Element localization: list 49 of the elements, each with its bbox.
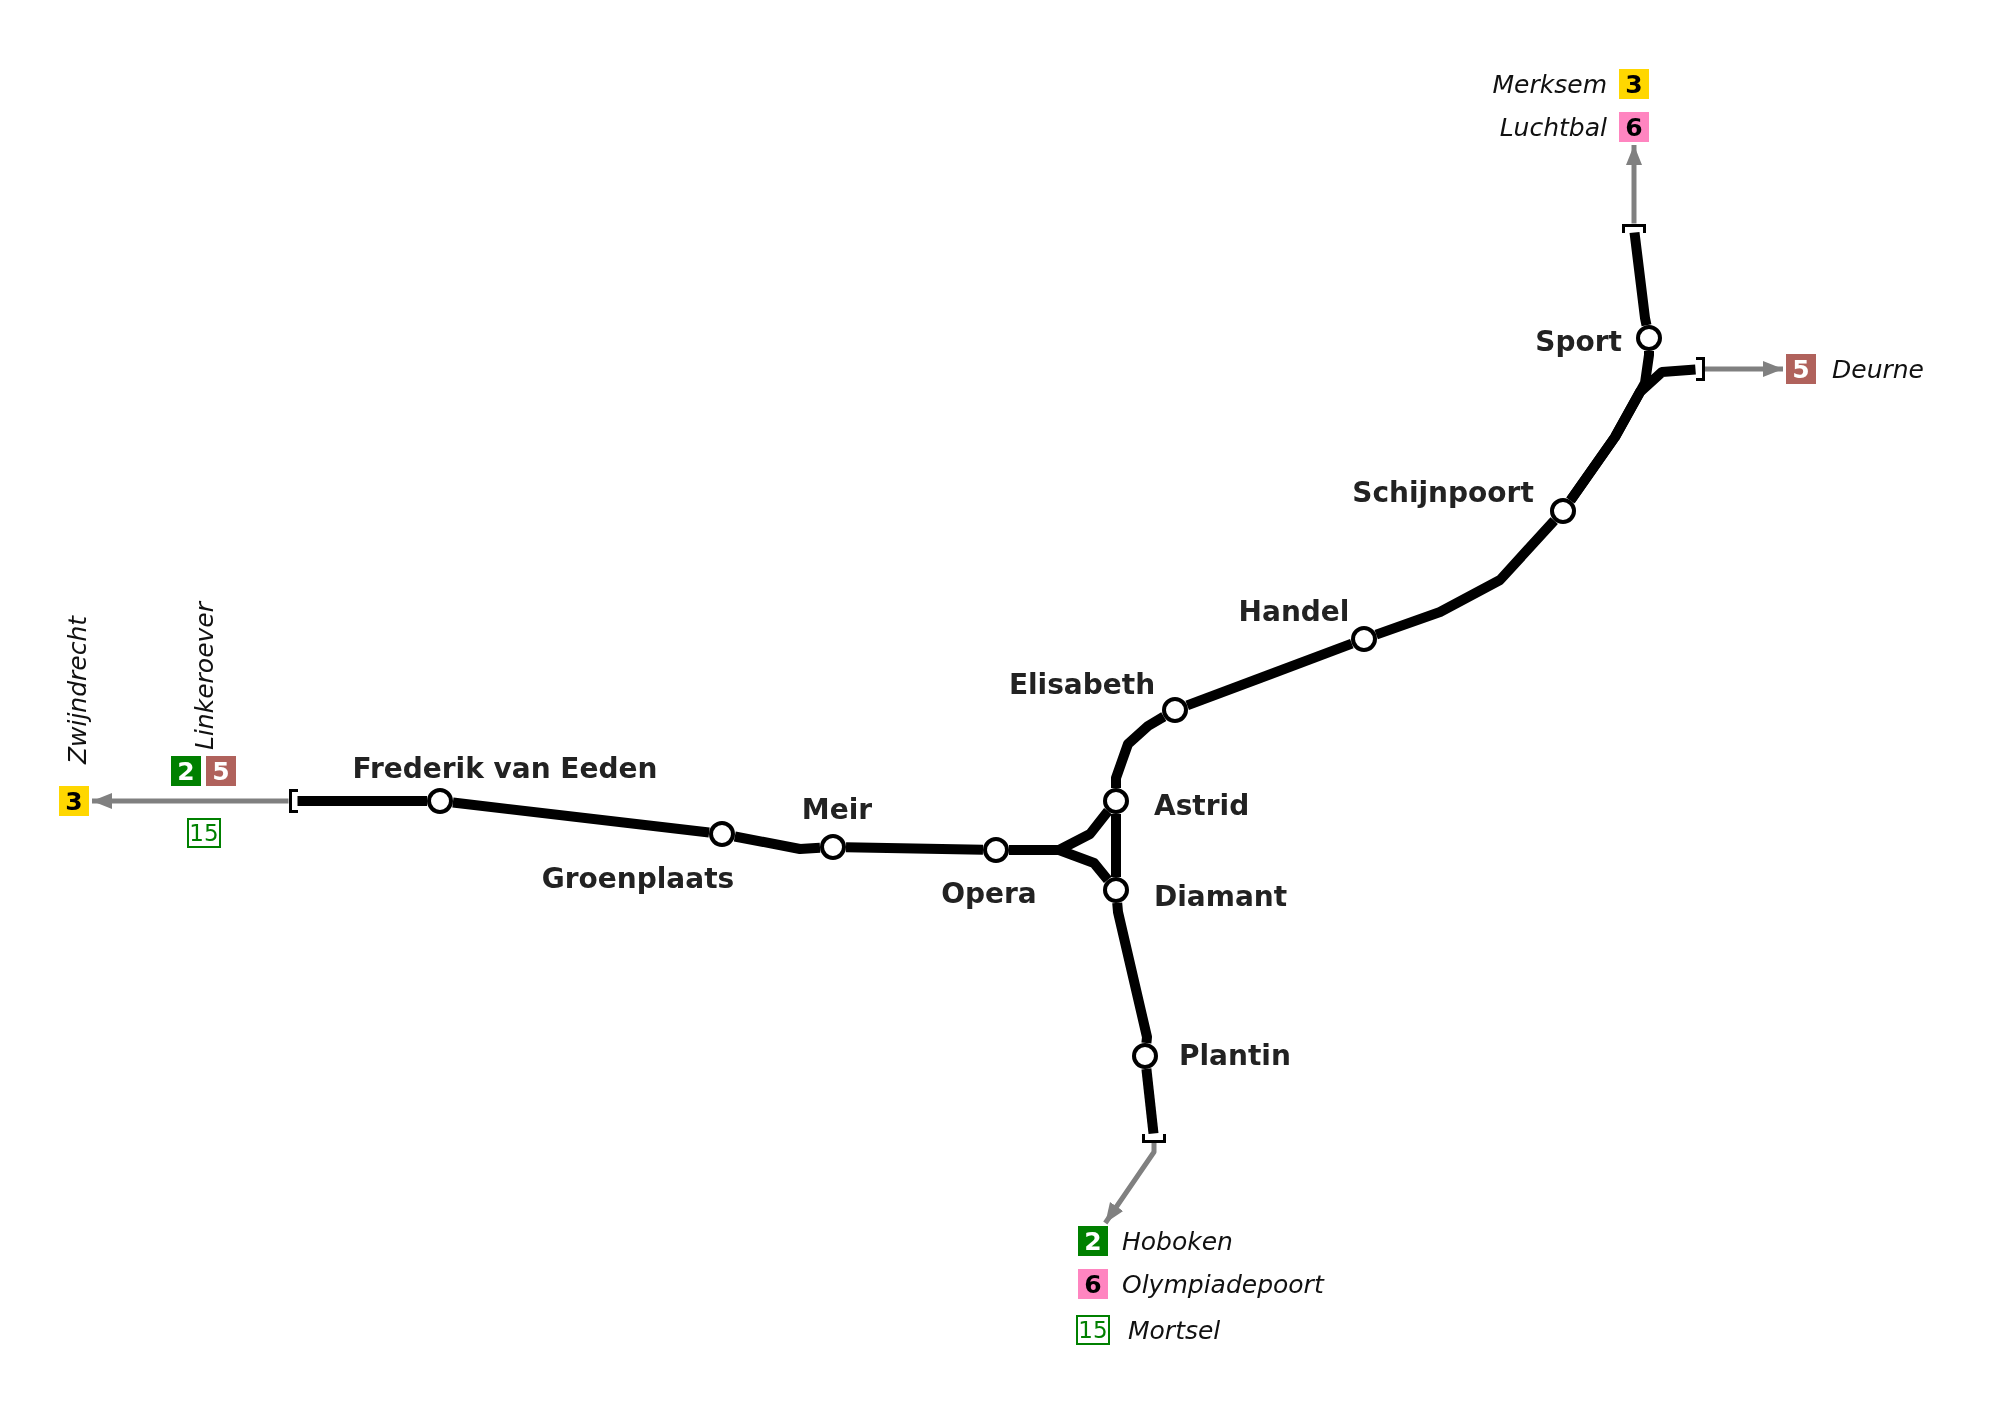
- station-name: Elisabeth: [1008, 671, 1156, 699]
- line-badge: 6: [1078, 1269, 1108, 1299]
- destination-name: Merksem: [1492, 71, 1607, 97]
- track-line: [1111, 814, 1121, 877]
- station-name: Sport: [1535, 328, 1622, 356]
- line-badge: 15: [187, 818, 221, 848]
- station-name: Meir: [801, 796, 873, 824]
- track-line: [1185, 638, 1354, 711]
- station-name: Schijnpoort: [1352, 479, 1534, 507]
- track-end-bracket: [1142, 1133, 1166, 1143]
- line-badge: 3: [59, 786, 89, 816]
- destination-name: Zwijndrecht: [64, 615, 90, 765]
- station-name: Astrid: [1154, 792, 1250, 820]
- arrow: [92, 793, 289, 809]
- line-badge: 2: [1078, 1226, 1108, 1256]
- station-name: Opera: [941, 880, 1037, 908]
- line-badge: 2: [171, 756, 201, 786]
- track-line: [1629, 231, 1652, 327]
- track-line: [452, 797, 710, 838]
- destination-name: Hoboken: [1122, 1228, 1233, 1254]
- station-name: Plantin: [1179, 1042, 1291, 1070]
- arrow: [1103, 1142, 1157, 1225]
- destination-name: Deurne: [1832, 356, 1924, 382]
- line-badge: 3: [1619, 69, 1649, 99]
- line-badge: 5: [1786, 354, 1816, 384]
- station-name: Handel: [1238, 598, 1350, 626]
- track-line: [297, 796, 427, 806]
- destination-name: Mortsel: [1128, 1317, 1221, 1343]
- station-name: Groenplaats: [541, 865, 735, 893]
- track-end-bracket: [288, 789, 298, 813]
- arrow: [1704, 361, 1783, 377]
- track-line: [1112, 902, 1152, 1044]
- track-line: [1141, 1068, 1159, 1135]
- destination-name: Olympiadepoort: [1122, 1271, 1324, 1297]
- track-line: [733, 831, 821, 854]
- station-name: Diamant: [1154, 883, 1288, 911]
- track-line: [1566, 364, 1696, 504]
- destination-name: Luchtbal: [1499, 114, 1607, 140]
- track-end-bracket: [1695, 357, 1705, 381]
- arrow: [1626, 145, 1642, 224]
- track-end-bracket: [1622, 223, 1646, 233]
- line-badge: 6: [1619, 112, 1649, 142]
- destination-name: Linkeroever: [191, 602, 217, 750]
- track-line: [1111, 712, 1167, 788]
- line-badge: 15: [1076, 1315, 1110, 1345]
- track-line: [845, 842, 984, 855]
- track-line: [1374, 517, 1558, 640]
- station-name: Frederik van Eeden: [352, 755, 658, 783]
- line-badge: 5: [206, 756, 236, 786]
